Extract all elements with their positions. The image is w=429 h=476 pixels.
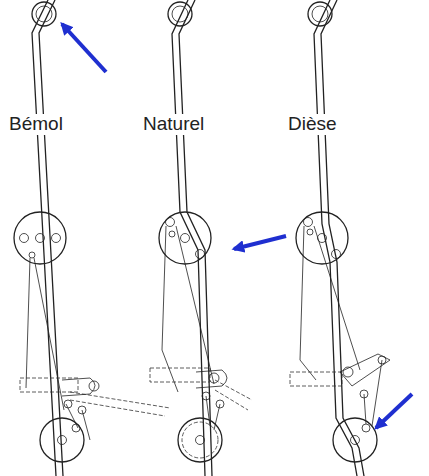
flat-position: [14, 0, 170, 476]
position-label: Bémol: [8, 114, 64, 135]
position-label: Dièse: [287, 114, 338, 135]
position-label: Naturel: [142, 114, 205, 135]
natural-position: [150, 0, 286, 476]
sharp-position: [290, 0, 412, 476]
